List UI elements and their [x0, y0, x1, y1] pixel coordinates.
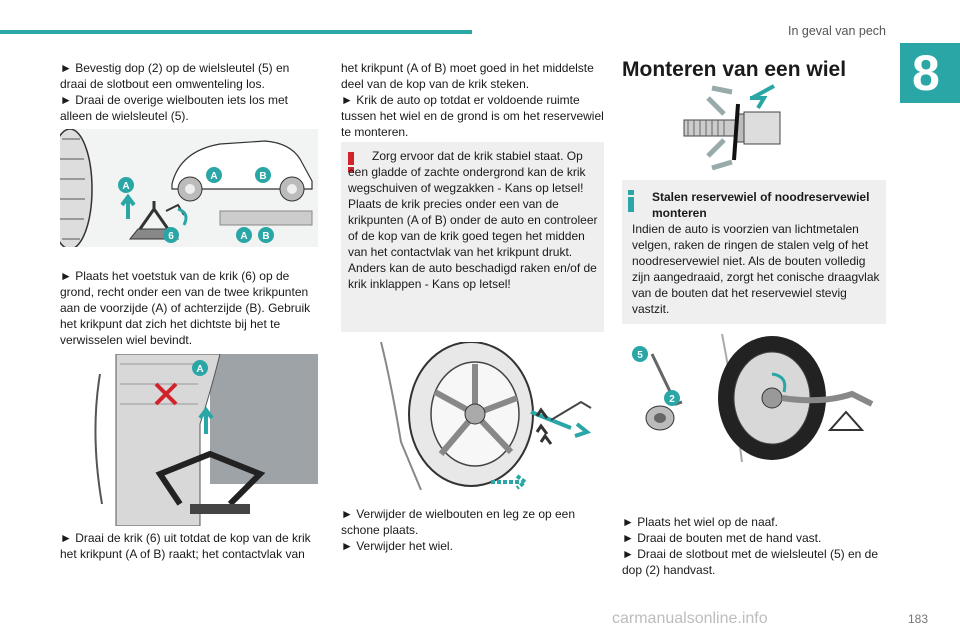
col1-step-2: ► Draai de overige wielbouten iets los m… — [60, 93, 288, 123]
column-2: het krikpunt (A of B) moet goed in het m… — [341, 60, 604, 140]
col2-text-1: het krikpunt (A of B) moet goed in het m… — [341, 61, 594, 91]
label-a-2: A — [210, 171, 217, 182]
label-b-1: B — [259, 171, 266, 182]
col2-step-3: ► Verwijder de wielbouten en leg ze op e… — [341, 507, 576, 537]
info-title: Stalen reservewiel of noodreservewiel mo… — [652, 190, 870, 220]
label-b-2: B — [262, 231, 269, 242]
warning-box: Zorg ervoor dat de krik stabiel staat. O… — [341, 142, 604, 332]
col3-step-2: ► Draai de bouten met de hand vast. — [622, 531, 822, 545]
wheel-fitting-illustration: 5 2 — [632, 333, 874, 463]
info-icon — [628, 190, 634, 212]
figure-wheel-fitting: 5 2 — [622, 333, 886, 463]
section-title: In geval van pech — [788, 24, 886, 38]
column-1-mid: ► Plaats het voetstuk van de krik (6) op… — [60, 268, 318, 348]
col3-step-1: ► Plaats het wiel op de naaf. — [622, 515, 778, 529]
col1-step-3: ► Plaats het voetstuk van de krik (6) op… — [60, 269, 311, 347]
col1-step-1: ► Bevestig dop (2) op de wielsleutel (5)… — [60, 61, 290, 91]
column-3-bottom: ► Plaats het wiel op de naaf. ► Draai de… — [622, 514, 886, 578]
section-heading: Monteren van een wiel — [622, 58, 847, 81]
page-number: 183 — [907, 612, 928, 626]
figure-bolt — [672, 84, 792, 171]
label-a-contact: A — [196, 364, 203, 375]
wheel-removal-illustration — [380, 341, 592, 491]
col2-step-2: ► Krik de auto op totdat er voldoende ru… — [341, 93, 604, 139]
jack-points-illustration: A A B A B 6 — [47, 128, 318, 250]
label-a-3: A — [240, 231, 247, 242]
label-a-1: A — [122, 181, 129, 192]
info-text: Indien de auto is voorzien van lichtmeta… — [632, 222, 880, 316]
warning-text: Zorg ervoor dat de krik stabiel staat. O… — [348, 149, 598, 291]
col1-step-4: ► Draai de krik (6) uit totdat de kop va… — [60, 531, 311, 561]
label-2: 2 — [669, 394, 675, 405]
col3-step-3: ► Draai de slotbout met de wielsleutel (… — [622, 547, 879, 577]
label-6: 6 — [168, 231, 174, 242]
chapter-badge: 8 — [900, 43, 960, 103]
figure-jack-contact: A — [60, 353, 318, 527]
column-1: ► Bevestig dop (2) op de wielsleutel (5)… — [60, 60, 318, 124]
col2-step-4: ► Verwijder het wiel. — [341, 539, 453, 553]
figure-jack-points: A A B A B 6 — [47, 128, 318, 250]
label-5: 5 — [637, 350, 643, 361]
chapter-number: 8 — [912, 45, 940, 101]
bolt-illustration — [683, 84, 781, 171]
watermark: carmanualsonline.info — [612, 610, 768, 627]
warning-icon — [348, 152, 354, 172]
column-2-bottom: ► Verwijder de wielbouten en leg ze op e… — [341, 506, 604, 554]
figure-wheel-removal — [341, 341, 604, 491]
jack-contact-illustration: A — [60, 353, 318, 527]
info-box: Stalen reservewiel of noodreservewiel mo… — [622, 180, 886, 324]
column-1-bottom: ► Draai de krik (6) uit totdat de kop va… — [60, 530, 318, 562]
header-accent-bar — [0, 30, 472, 34]
